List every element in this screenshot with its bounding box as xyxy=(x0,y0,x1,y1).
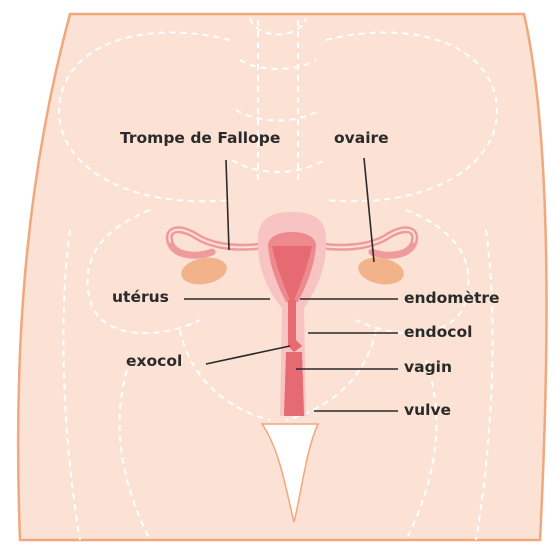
vaginal-canal xyxy=(284,352,304,416)
label-uterus: utérus xyxy=(112,290,169,306)
label-endocervix: endocol xyxy=(404,325,472,341)
label-fallopian-tube: Trompe de Fallope xyxy=(120,131,280,147)
label-ovary: ovaire xyxy=(334,131,389,147)
label-endometrium: endomètre xyxy=(404,291,500,307)
label-exocervix: exocol xyxy=(126,354,182,370)
label-vulva: vulve xyxy=(404,403,451,419)
label-vagina: vagin xyxy=(404,360,452,376)
